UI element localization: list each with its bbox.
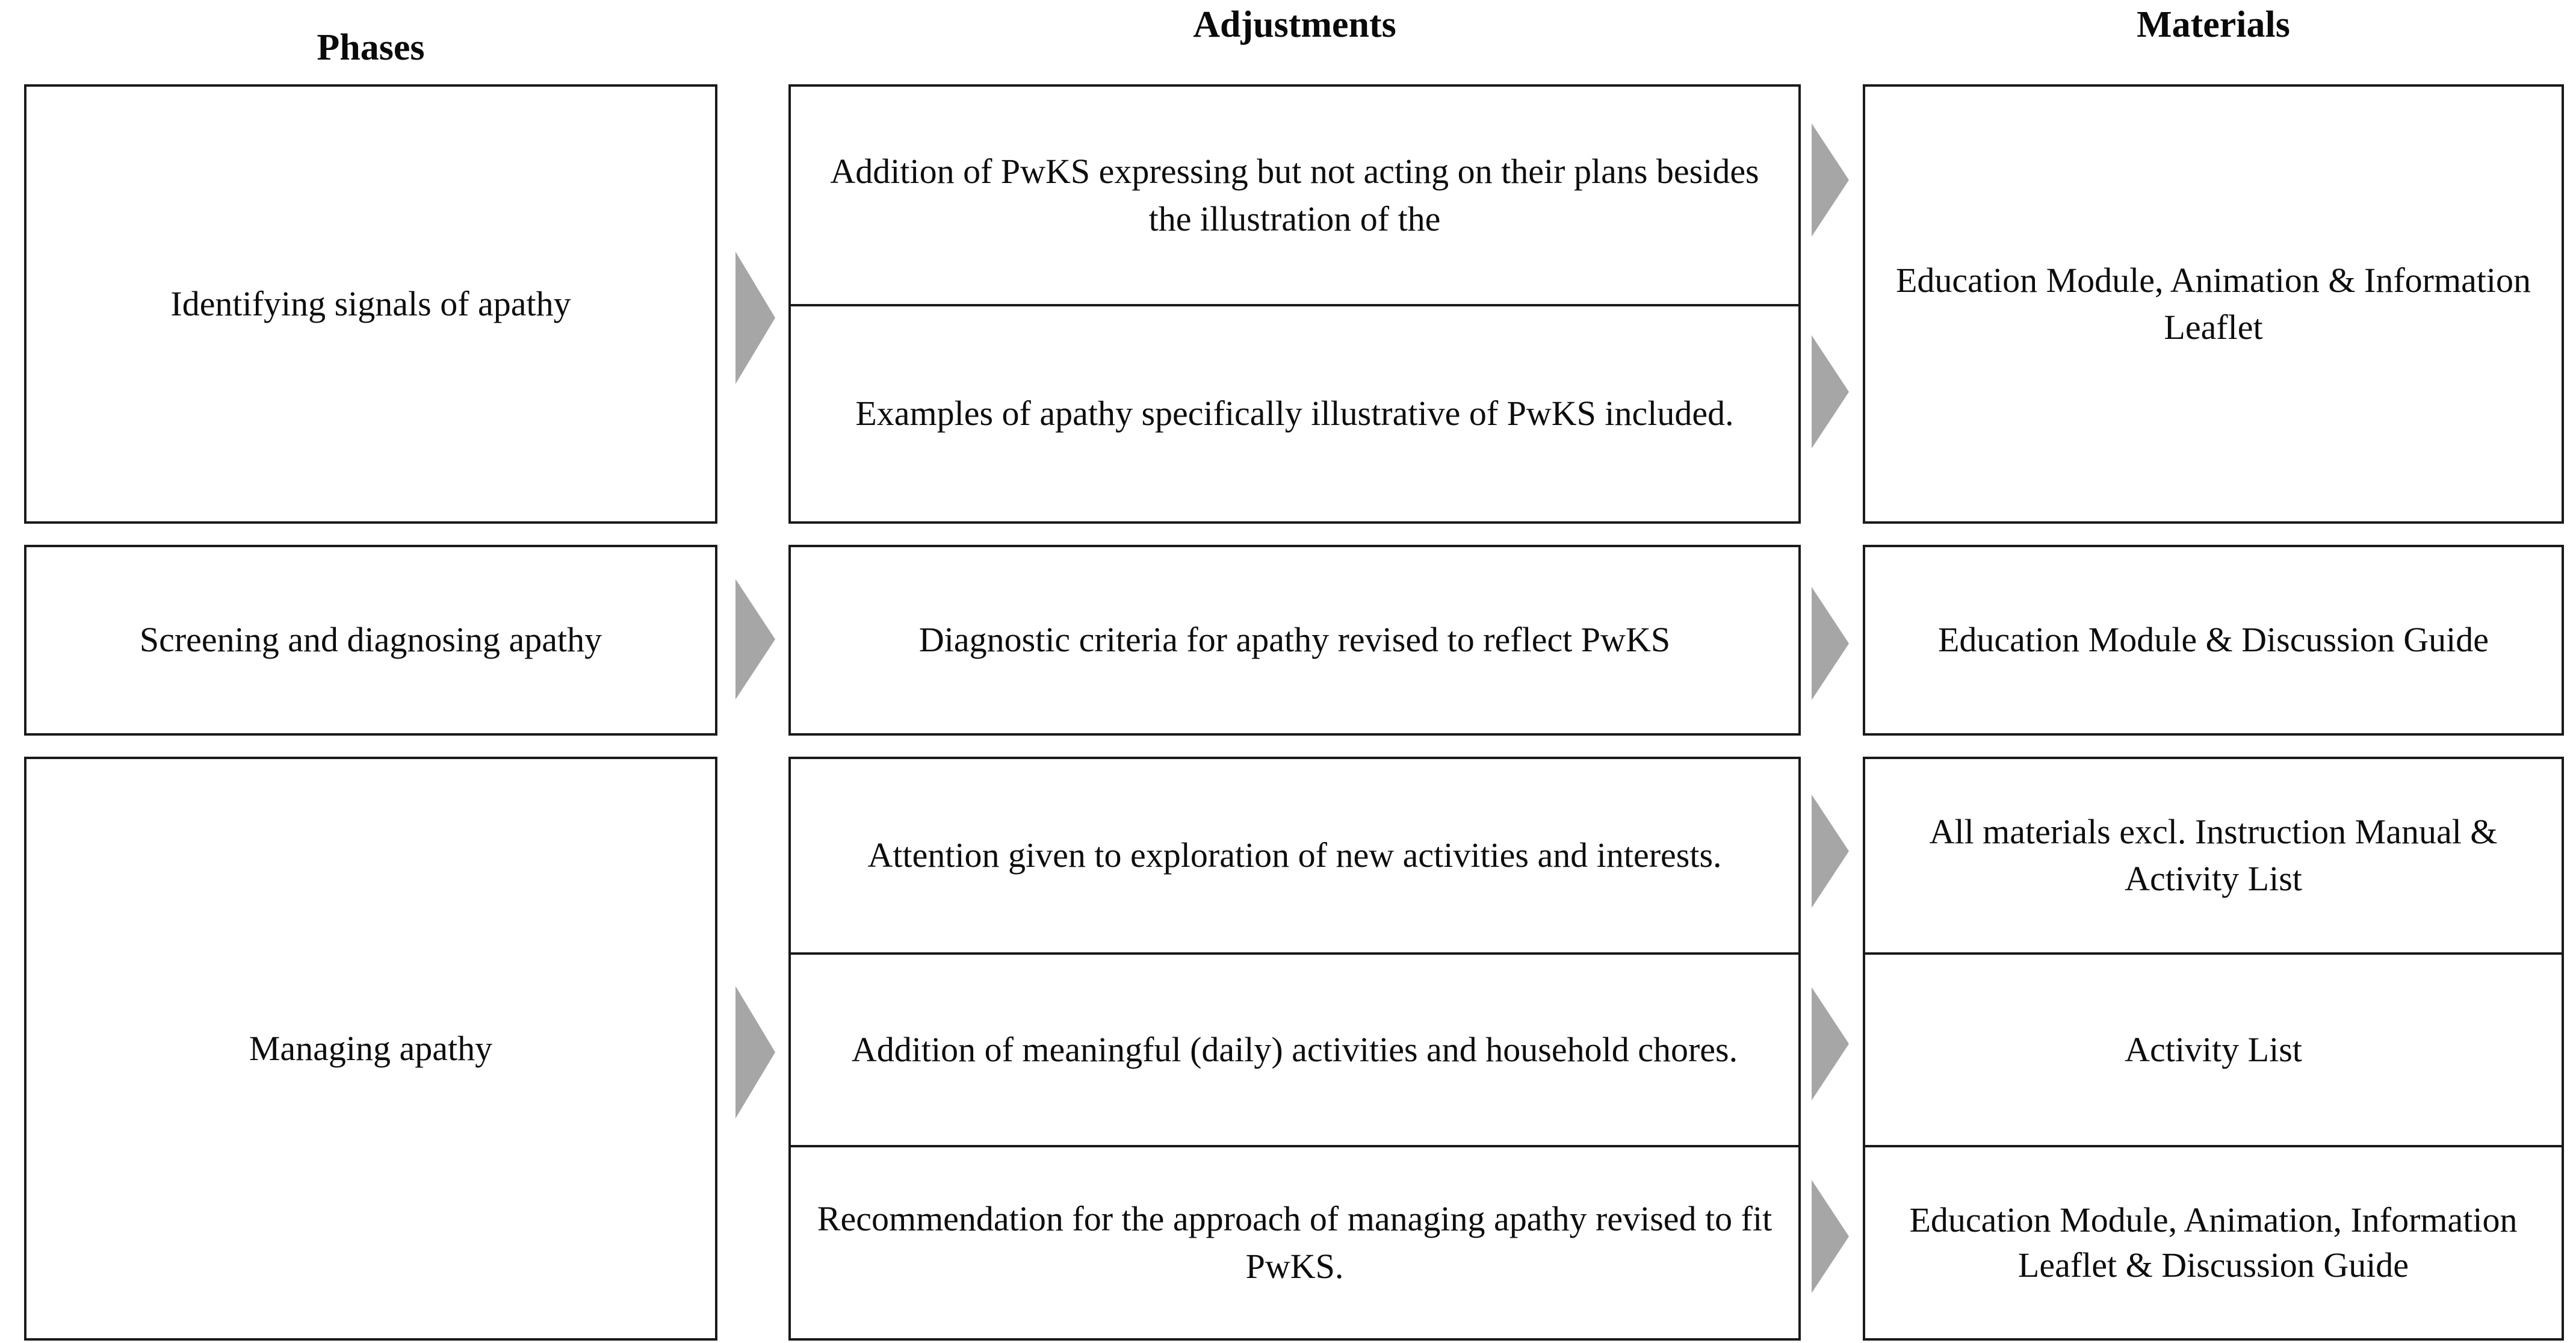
material-label: All materials excl. Instruction Manual &…: [1929, 812, 2498, 899]
adjustment-cell: Recommendation for the approach of manag…: [791, 1145, 1798, 1338]
adjustment-cell: Addition of meaningful (daily) activitie…: [791, 952, 1798, 1146]
adjustment-label: Diagnostic criteria for apathy revised t…: [918, 620, 1671, 660]
material-cell: Education Module, Animation, Information…: [1865, 1145, 2562, 1338]
arrow-phase3-to-adjustments: [735, 986, 775, 1118]
phase-box-1: Identifying signals of apathy: [24, 84, 717, 524]
material-box-2: Education Module & Discussion Guide: [1863, 545, 2564, 736]
material-label: Education Module, Animation, Information…: [1909, 1200, 2518, 1285]
adjustment-label: Recommendation for the approach of manag…: [817, 1199, 1773, 1286]
adjustment-cell: Addition of PwKS expressing but not acti…: [791, 87, 1798, 304]
arrow-adjustment3c-to-material3c: [1812, 1180, 1849, 1293]
phase-box-2: Screening and diagnosing apathy: [24, 545, 717, 736]
column-header-materials: Materials: [2137, 4, 2290, 45]
material-cell: Activity List: [1865, 952, 2562, 1146]
arrow-adjustment1-to-material1: [1812, 123, 1849, 237]
material-label: Education Module, Animation & Informatio…: [1895, 260, 2531, 347]
phase-box-3: Managing apathy: [24, 757, 717, 1341]
column-header-phases: Phases: [317, 27, 425, 68]
adjustment-box-1: Addition of PwKS expressing but not acti…: [788, 84, 1801, 524]
adjustment-label: Addition of meaningful (daily) activitie…: [851, 1029, 1738, 1069]
phase-cell: Screening and diagnosing apathy: [26, 547, 715, 733]
material-box-3: All materials excl. Instruction Manual &…: [1863, 757, 2564, 1341]
arrow-adjustment3b-to-material3b: [1812, 987, 1849, 1100]
phase-label: Screening and diagnosing apathy: [139, 620, 602, 660]
adjustment-cell: Diagnostic criteria for apathy revised t…: [791, 547, 1798, 733]
arrow-adjustment3a-to-material3a: [1812, 795, 1849, 908]
adjustment-box-2: Diagnostic criteria for apathy revised t…: [788, 545, 1801, 736]
material-label: Education Module & Discussion Guide: [1937, 620, 2489, 660]
adjustment-box-3: Attention given to exploration of new ac…: [788, 757, 1801, 1341]
arrow-adjustment2-to-material1: [1812, 335, 1849, 448]
phase-cell: Identifying signals of apathy: [26, 87, 715, 521]
material-label: Activity List: [2125, 1029, 2302, 1069]
arrow-phase1-to-adjustment1: [735, 252, 775, 384]
phase-label: Identifying signals of apathy: [170, 284, 571, 323]
material-cell: Education Module, Animation & Informatio…: [1865, 87, 2562, 521]
phase-label: Managing apathy: [249, 1028, 493, 1068]
material-cell: All materials excl. Instruction Manual &…: [1865, 759, 2562, 952]
adjustment-cell: Examples of apathy specifically illustra…: [791, 304, 1798, 521]
adjustment-cell: Attention given to exploration of new ac…: [791, 759, 1798, 952]
adjustment-label: Examples of apathy specifically illustra…: [855, 394, 1734, 433]
arrow-phase2-to-adjustment: [735, 579, 775, 699]
adjustment-label: Addition of PwKS expressing but not acti…: [830, 152, 1759, 238]
material-cell: Education Module & Discussion Guide: [1865, 547, 2562, 733]
phase-cell: Managing apathy: [26, 759, 715, 1338]
column-header-adjustments: Adjustments: [1193, 4, 1396, 45]
adjustment-label: Attention given to exploration of new ac…: [867, 836, 1722, 875]
arrow-adjustment-to-material2: [1812, 587, 1849, 700]
material-box-1: Education Module, Animation & Informatio…: [1863, 84, 2564, 524]
